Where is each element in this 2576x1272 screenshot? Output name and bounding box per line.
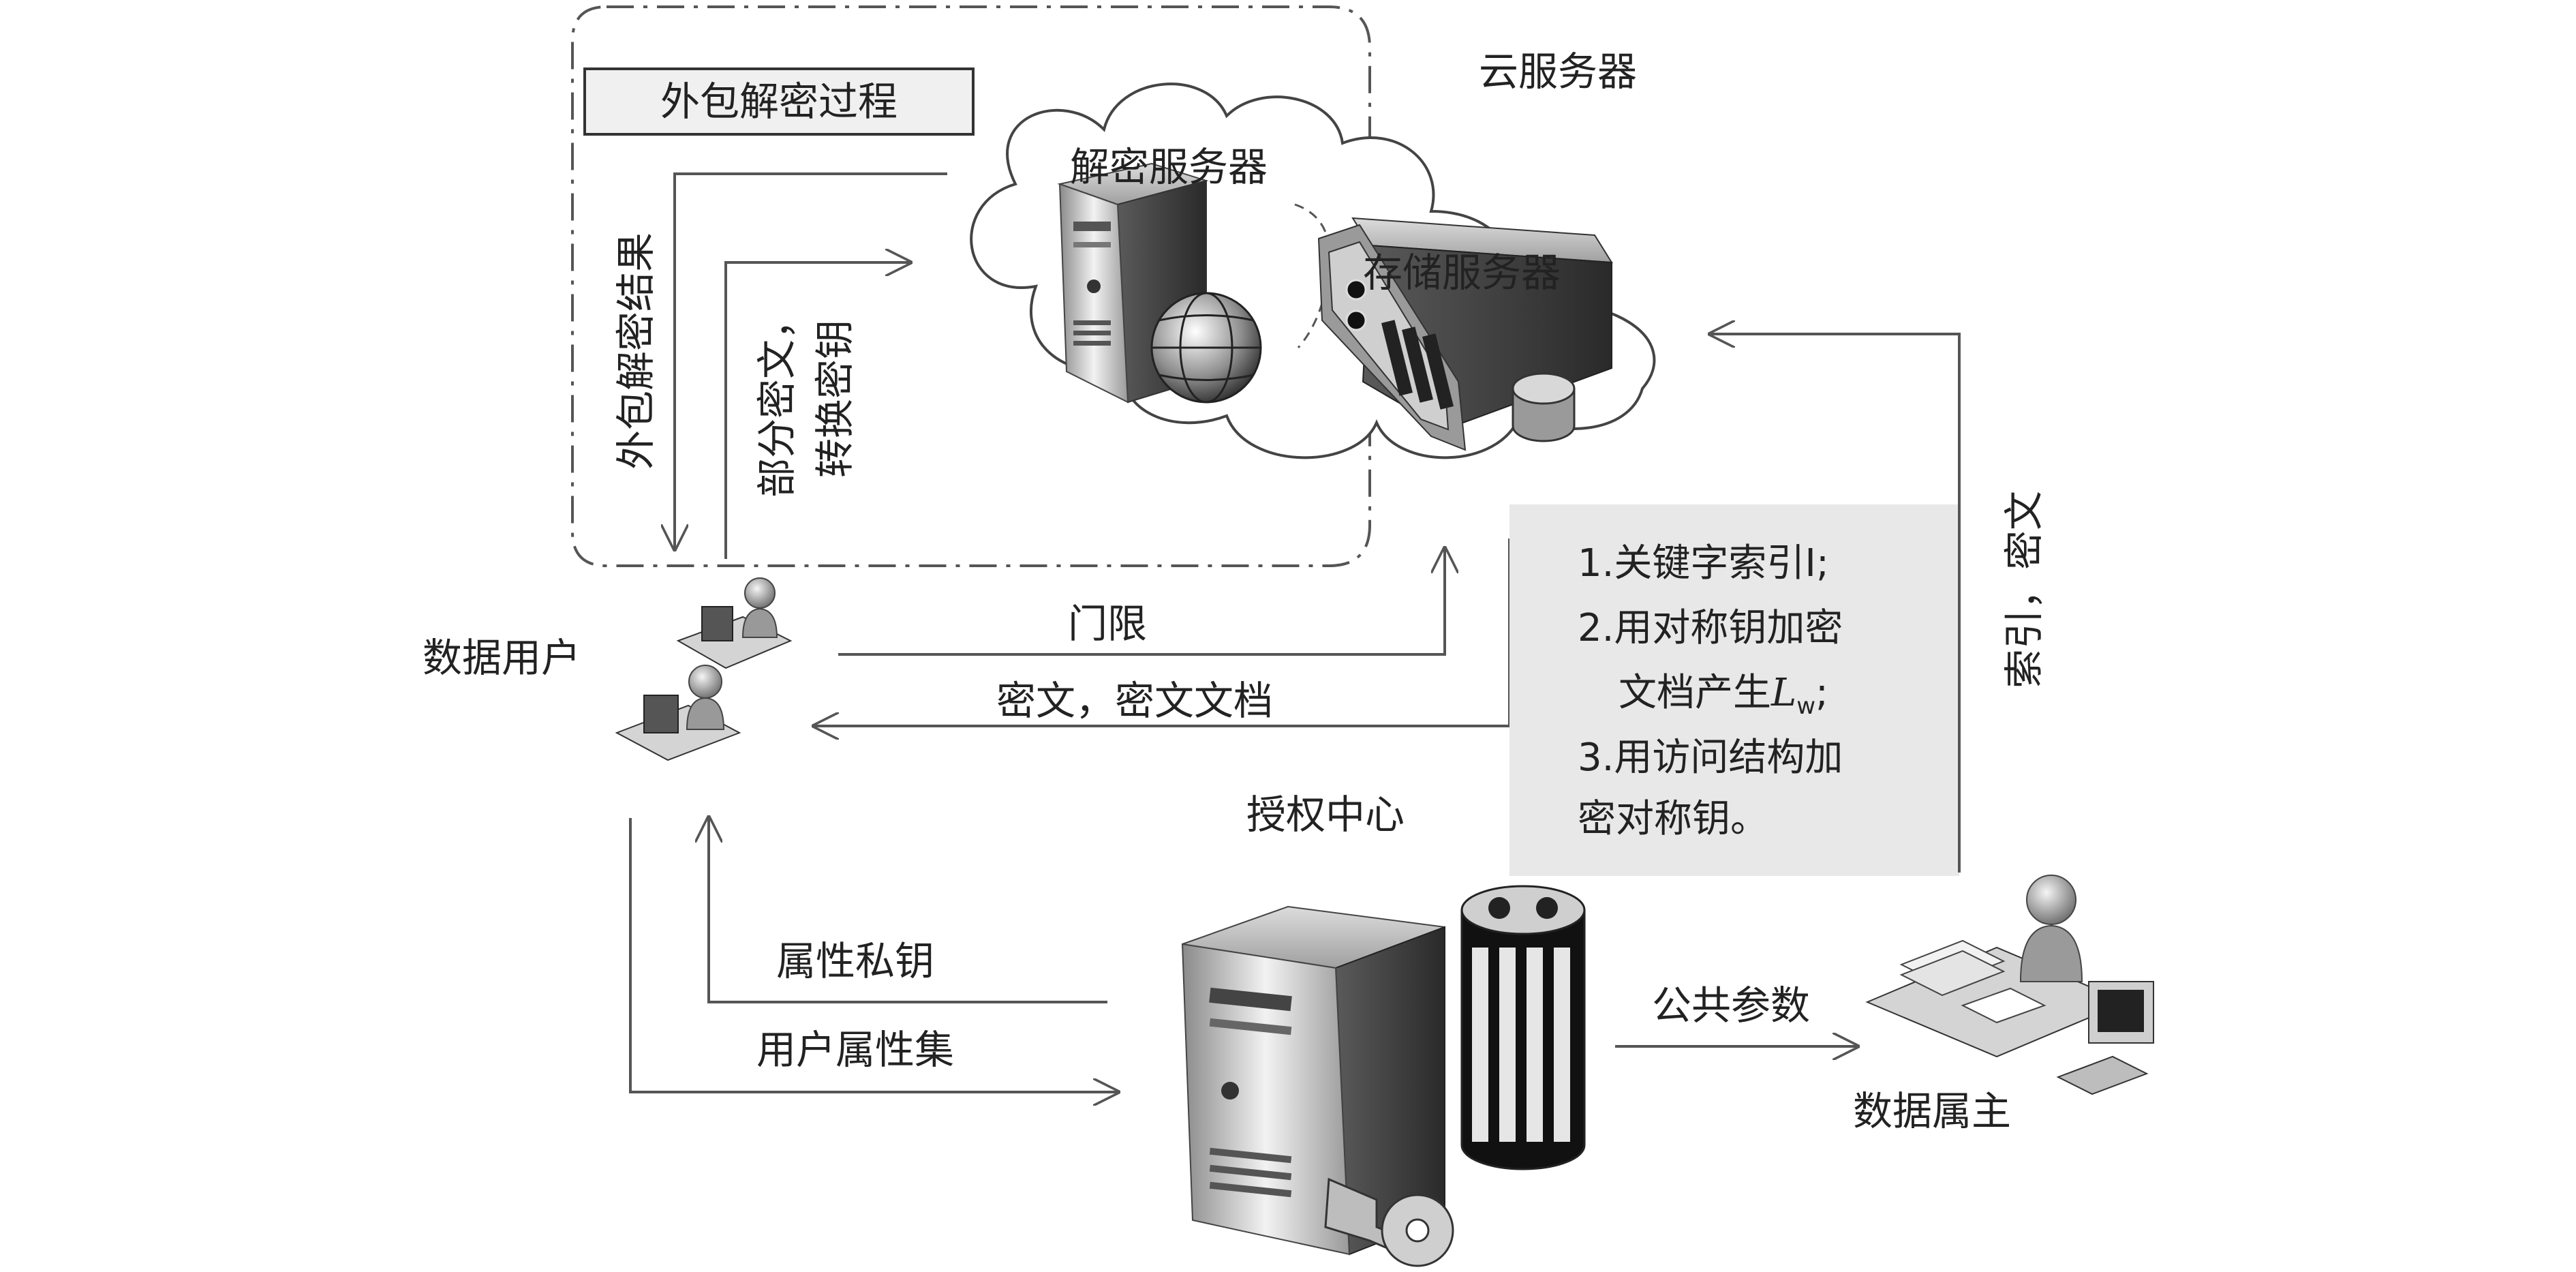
partial-ciphertext-label-1: 部分密文， <box>754 300 800 498</box>
arrow-index-ciphertext <box>1711 334 1961 873</box>
arrow-threshold <box>838 549 1445 656</box>
owner-step-2-cont: 文档产生Lw; <box>1619 671 1828 720</box>
owner-step-1: 1.关键字索引I; <box>1578 541 1829 586</box>
decrypt-server-label: 解密服务器 <box>1070 144 1268 190</box>
arrow-attr-private-key <box>709 818 1107 1003</box>
decrypt-server-icon <box>1057 162 1262 404</box>
attr-private-key-label: 属性私钥 <box>776 938 934 984</box>
database-cylinder-icon <box>1460 885 1586 1170</box>
authority-label: 授权中心 <box>1246 791 1405 838</box>
outsourced-decryption-region <box>571 5 1371 567</box>
index-ciphertext-label: 索引，密文 <box>2001 491 2047 688</box>
ciphertext-docs-label: 密文，密文文档 <box>996 678 1273 724</box>
title-box-label: 外包解密过程 <box>660 78 898 125</box>
partial-ciphertext-label-2: 转换密钥 <box>812 320 858 478</box>
arrow-partial-ciphertext <box>724 262 910 559</box>
owner-step-3: 3.用访问结构加 <box>1578 736 1843 780</box>
globe-icon <box>1150 292 1262 404</box>
arrow-outsourced-result <box>675 172 947 549</box>
owner-steps-box: 1.关键字索引I; 2.用对称钥加密 文档产生Lw; 3.用访问结构加 密对称钥… <box>1509 504 1959 876</box>
data-user-icon <box>615 577 793 761</box>
disk-icon <box>1512 372 1576 442</box>
data-user-label: 数据用户 <box>423 635 581 681</box>
owner-step-2: 2.用对称钥加密 <box>1578 606 1843 650</box>
public-params-label: 公共参数 <box>1652 982 1810 1029</box>
outsourced-result-label: 外包解密结果 <box>613 232 659 470</box>
cloud-label: 云服务器 <box>1479 48 1637 95</box>
key-icon <box>1324 1177 1454 1267</box>
threshold-label: 门限 <box>1068 601 1147 647</box>
arrow-user-attr-set <box>629 818 1118 1092</box>
title-box: 外包解密过程 <box>583 67 975 136</box>
user-attr-set-label: 用户属性集 <box>756 1027 954 1073</box>
storage-server-label: 存储服务器 <box>1363 249 1561 296</box>
data-owner-label: 数据属主 <box>1853 1088 2011 1134</box>
storage-server-icon <box>1317 217 1613 451</box>
data-owner-icon <box>1865 875 2154 1095</box>
owner-step-3-cont: 密对称钥。 <box>1578 797 1768 841</box>
authority-server-icon <box>1181 905 1445 1256</box>
